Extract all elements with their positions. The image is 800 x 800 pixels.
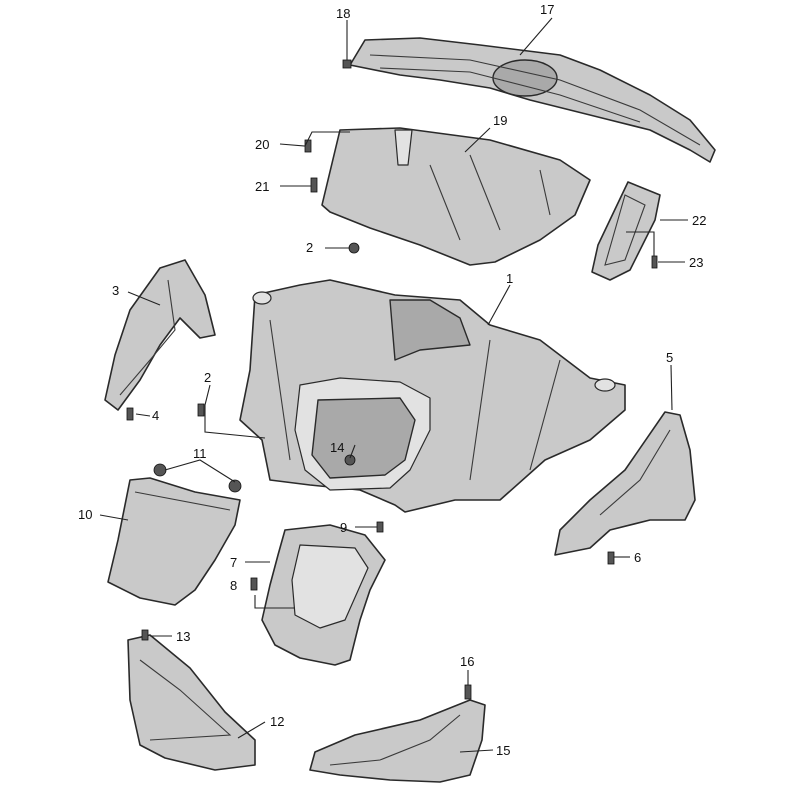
- callout-22: 22: [692, 213, 706, 228]
- callout-1: 1: [506, 271, 513, 286]
- part-15-lower-right-cover: [309, 699, 486, 783]
- fastener-2-upper: [348, 242, 360, 254]
- callout-18: 18: [336, 6, 350, 21]
- callout-6: 6: [634, 550, 641, 565]
- callout-15: 15: [496, 743, 510, 758]
- callout-19: 19: [493, 113, 507, 128]
- fastener-20: [304, 139, 312, 153]
- fastener-6: [607, 551, 615, 565]
- callout-13: 13: [176, 629, 190, 644]
- fastener-2-left: [197, 403, 205, 417]
- callout-9: 9: [340, 520, 347, 535]
- part-22-side-bracket: [591, 181, 661, 281]
- callout-11: 11: [193, 446, 207, 461]
- callout-3: 3: [112, 283, 119, 298]
- callout-14: 14: [330, 440, 344, 455]
- callout-labels: 1 2 2 3 4 5 6 7 8 9 10 11 12 13 14 15 16…: [78, 2, 706, 758]
- callout-16: 16: [460, 654, 474, 669]
- callout-21: 21: [255, 179, 269, 194]
- fastener-16: [464, 684, 472, 700]
- callout-12: 12: [270, 714, 284, 729]
- part-5-right-side-panel: [554, 411, 696, 556]
- fastener-11-right: [228, 479, 242, 493]
- part-19-upper-panel: [321, 127, 591, 266]
- fastener-23: [651, 255, 658, 269]
- fastener-11-left: [153, 463, 167, 477]
- callout-7: 7: [230, 555, 237, 570]
- fastener-4: [126, 407, 134, 421]
- fastener-8: [250, 577, 258, 591]
- fastener-9: [376, 521, 384, 533]
- part-10-cover-plate: [107, 477, 241, 606]
- callout-8: 8: [230, 578, 237, 593]
- fastener-18: [342, 59, 352, 69]
- leader-lines: [99, 17, 688, 753]
- callout-5: 5: [666, 350, 673, 365]
- part-7-storage-tray: [261, 524, 386, 666]
- callout-10: 10: [78, 507, 92, 522]
- callout-4: 4: [152, 408, 159, 423]
- callout-23: 23: [689, 255, 703, 270]
- callout-20: 20: [255, 137, 269, 152]
- fastener-14: [344, 454, 356, 466]
- fastener-21: [310, 177, 318, 193]
- callout-2-upper: 2: [306, 240, 313, 255]
- part-17-rear-panel: [349, 37, 716, 163]
- callout-2-left: 2: [204, 370, 211, 385]
- fasteners: [126, 59, 658, 700]
- part-12-lower-left-cover: [127, 634, 256, 771]
- part-3-left-side-panel: [104, 259, 216, 411]
- fastener-13: [141, 629, 149, 641]
- callout-17: 17: [540, 2, 554, 17]
- part-1-front-cowl: [239, 279, 626, 513]
